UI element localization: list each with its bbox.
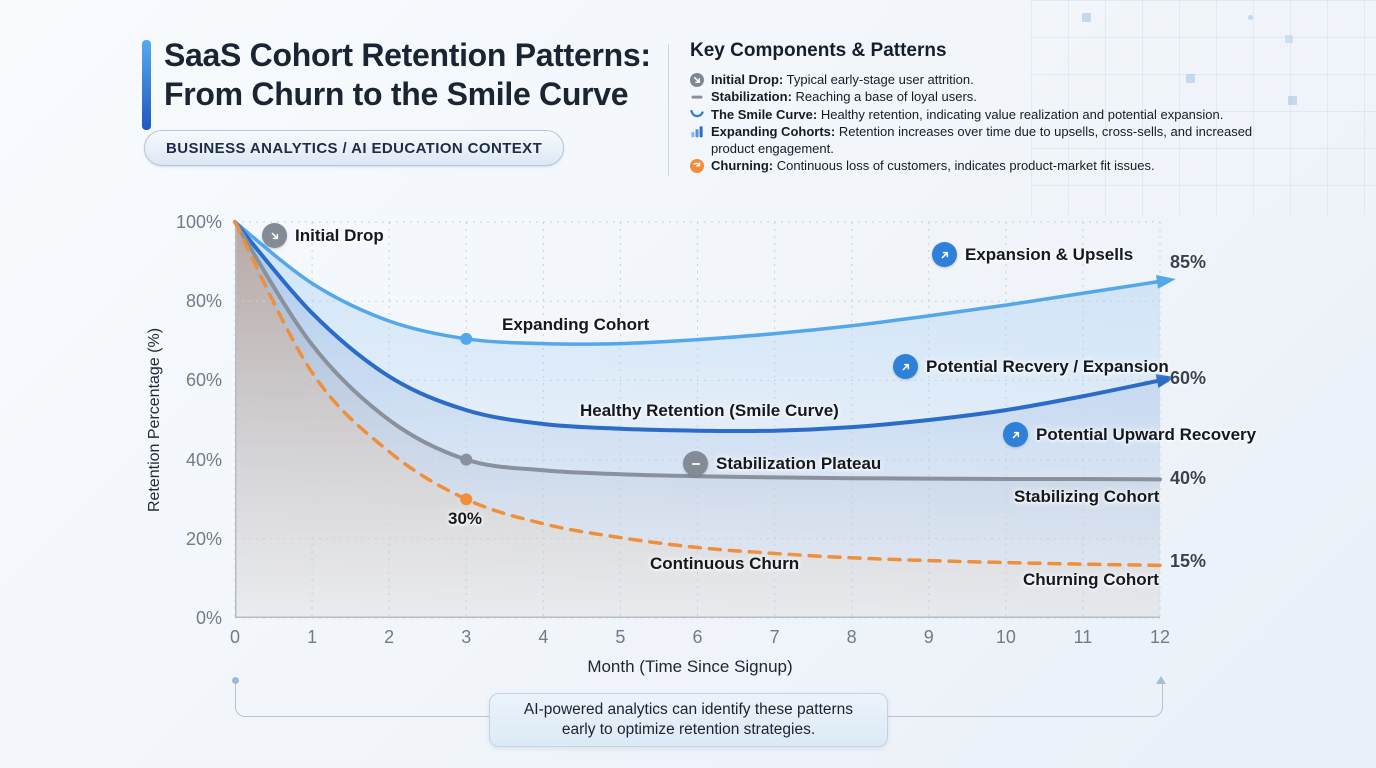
churning-cohort-text: Churning Cohort bbox=[1023, 570, 1159, 589]
arrowhead-1 bbox=[1155, 374, 1176, 388]
legend-item-smile-curve: The Smile Curve: Healthy retention, indi… bbox=[690, 106, 1290, 123]
potential-recovery-annotation: Potential Recvery / Expansion bbox=[893, 354, 1169, 379]
retention-chart-svg bbox=[233, 220, 1176, 619]
x-tick: 2 bbox=[384, 627, 395, 647]
x-tick: 6 bbox=[692, 627, 703, 647]
header-divider bbox=[668, 44, 669, 176]
x-tick: 8 bbox=[846, 627, 857, 647]
expanding-cohort-text: Expanding Cohort bbox=[502, 315, 650, 334]
x-tick: 3 bbox=[461, 627, 472, 647]
arrow-up-right-icon bbox=[893, 354, 918, 379]
y-tick: 20% bbox=[185, 528, 222, 549]
expansion-upsells-label: Expansion & Upsells bbox=[965, 244, 1134, 264]
page-title-line1: SaaS Cohort Retention Patterns: bbox=[164, 37, 651, 73]
x-tick: 5 bbox=[615, 627, 626, 647]
arrow-down-right-icon bbox=[262, 223, 287, 248]
x-tick: 4 bbox=[538, 627, 549, 647]
page-title: SaaS Cohort Retention Patterns: From Chu… bbox=[164, 36, 651, 114]
y-axis-title: Retention Percentage (%) bbox=[146, 327, 163, 513]
decorative-square bbox=[1186, 74, 1195, 83]
series-marker-2 bbox=[460, 453, 473, 466]
potential-upward-label: Potential Upward Recovery bbox=[1036, 424, 1257, 444]
potential-recovery-label: Potential Recvery / Expansion bbox=[926, 356, 1169, 376]
minus-icon bbox=[683, 451, 708, 476]
legend-item-expanding-cohorts: Expanding Cohorts: Retention increases o… bbox=[690, 123, 1290, 158]
ai-insight-note: AI-powered analytics can identify these … bbox=[489, 693, 888, 747]
bracket-start-dot bbox=[232, 677, 239, 684]
x-tick: 1 bbox=[307, 627, 318, 647]
bracket-end-arrow-icon bbox=[1156, 676, 1166, 684]
end-value-15: 15% bbox=[1170, 551, 1207, 571]
key-components-panel: Key Components & Patterns Initial Drop: … bbox=[690, 40, 1290, 175]
y-tick: 0% bbox=[195, 608, 222, 628]
y-tick: 60% bbox=[185, 370, 222, 391]
initial-drop-annotation: Initial Drop bbox=[262, 223, 384, 248]
legend-item-churning: Churning: Continuous loss of customers, … bbox=[690, 157, 1290, 174]
context-badge: BUSINESS ANALYTICS / AI EDUCATION CONTEX… bbox=[144, 130, 565, 166]
stabilization-dash-icon bbox=[690, 90, 704, 104]
x-tick: 0 bbox=[229, 627, 240, 647]
healthy-retention-label: Healthy Retention (Smile Curve) bbox=[580, 401, 839, 421]
decorative-square bbox=[1082, 13, 1091, 22]
legend-item-text: Expanding Cohorts: Retention increases o… bbox=[711, 123, 1253, 157]
stabilization-plateau-label: Stabilization Plateau bbox=[716, 453, 882, 473]
legend-item-text: The Smile Curve: Healthy retention, indi… bbox=[711, 106, 1224, 122]
x-axis-title: Month (Time Since Signup) bbox=[587, 657, 793, 676]
legend-item-text: Churning: Continuous loss of customers, … bbox=[711, 158, 1155, 174]
area-3 bbox=[235, 222, 1160, 618]
y-tick: 100% bbox=[175, 212, 222, 232]
arrowhead-0 bbox=[1155, 274, 1176, 289]
ai-insight-note-line1: AI-powered analytics can identify these … bbox=[523, 701, 854, 718]
x-tick: 12 bbox=[1149, 627, 1171, 647]
title-accent-bar bbox=[142, 40, 151, 130]
series-marker-3 bbox=[460, 493, 473, 506]
churning-icon bbox=[690, 158, 704, 173]
x-tick: 10 bbox=[995, 627, 1016, 647]
y-tick: 40% bbox=[185, 449, 222, 470]
series-line-0 bbox=[233, 220, 1162, 346]
legend-item-stabilization: Stabilization: Reaching a base of loyal … bbox=[690, 88, 1290, 105]
decorative-square bbox=[1285, 35, 1293, 43]
series-line-2 bbox=[233, 220, 1162, 482]
expanding-cohort-label: Expanding Cohort bbox=[502, 315, 649, 335]
stabilizing-cohort-text: Stabilizing Cohort bbox=[1014, 487, 1160, 506]
smile-curve-icon bbox=[690, 107, 704, 121]
x-tick: 9 bbox=[923, 627, 934, 647]
end-value-85: 85% bbox=[1170, 252, 1207, 272]
legend-heading: Key Components & Patterns bbox=[690, 40, 947, 61]
churning-cohort-label: Churning Cohort bbox=[1023, 570, 1159, 590]
series-marker-0 bbox=[460, 332, 473, 345]
expanding-bars-icon bbox=[690, 124, 704, 138]
series-line-3 bbox=[233, 220, 1162, 568]
y-tick: 80% bbox=[185, 291, 222, 312]
point-value-30: 30% bbox=[448, 509, 482, 529]
continuous-churn-label: Continuous Churn bbox=[650, 554, 799, 574]
expansion-upsells-annotation: Expansion & Upsells bbox=[932, 242, 1133, 267]
legend-item-text: Initial Drop: Typical early-stage user a… bbox=[711, 72, 974, 87]
decorative-dot bbox=[1248, 15, 1253, 20]
page-title-line2: From Churn to the Smile Curve bbox=[164, 76, 629, 112]
x-tick: 7 bbox=[769, 627, 780, 647]
healthy-retention-text: Healthy Retention (Smile Curve) bbox=[580, 401, 839, 420]
initial-drop-icon bbox=[690, 72, 704, 87]
ai-insight-note-line2: early to optimize retention strategies. bbox=[561, 721, 816, 738]
legend-item-text: Stabilization: Reaching a base of loyal … bbox=[711, 89, 977, 105]
end-value-40: 40% bbox=[1170, 468, 1207, 488]
potential-upward-annotation: Potential Upward Recovery bbox=[1003, 422, 1256, 447]
initial-drop-label: Initial Drop bbox=[295, 225, 384, 245]
decorative-square bbox=[1288, 96, 1297, 105]
legend-item-initial-drop: Initial Drop: Typical early-stage user a… bbox=[690, 71, 1290, 88]
decorative-grid bbox=[1031, 0, 1376, 215]
continuous-churn-text: Continuous Churn bbox=[650, 554, 800, 573]
end-value-60: 60% bbox=[1170, 368, 1207, 388]
series-line-1 bbox=[233, 220, 1162, 434]
arrow-up-right-icon bbox=[932, 242, 957, 267]
stabilizing-cohort-label: Stabilizing Cohort bbox=[1014, 487, 1159, 507]
stabilization-plateau-annotation: Stabilization Plateau bbox=[683, 451, 881, 476]
arrow-up-right-icon bbox=[1003, 422, 1028, 447]
point-value-30-text: 30% bbox=[448, 509, 483, 528]
x-tick: 11 bbox=[1073, 627, 1093, 647]
